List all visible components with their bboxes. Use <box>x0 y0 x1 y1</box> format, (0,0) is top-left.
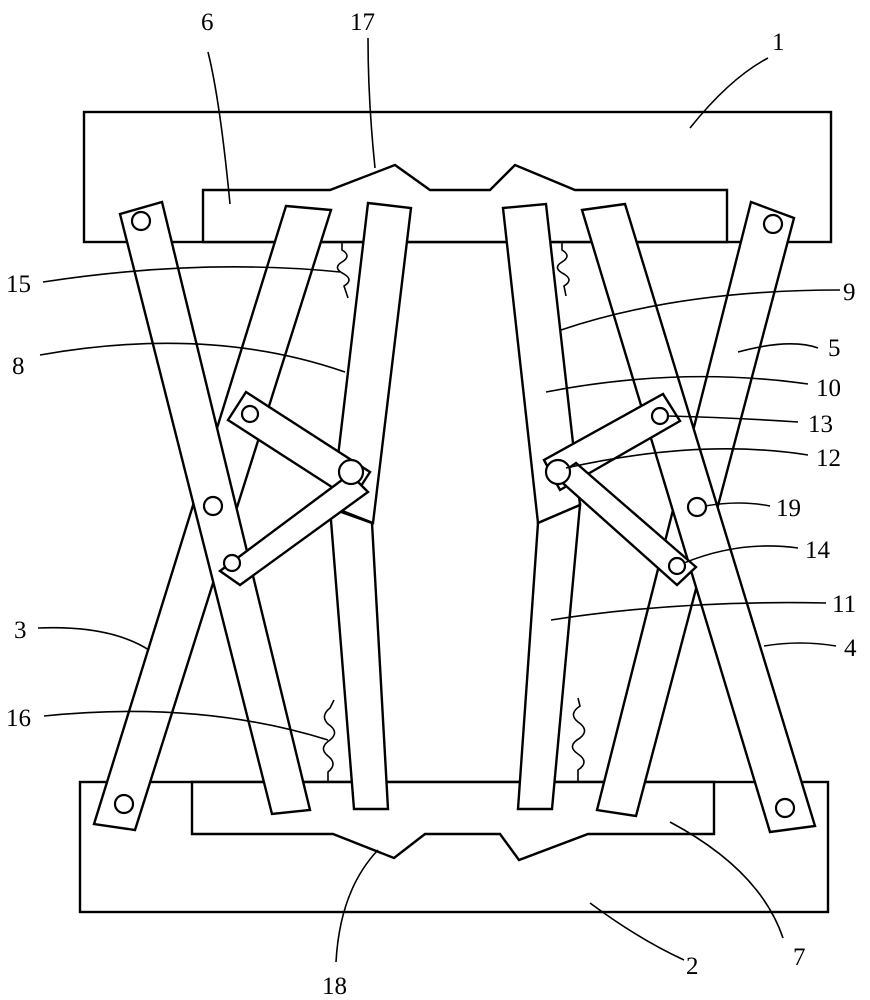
leader-5 <box>737 343 819 353</box>
leader-4 <box>763 642 837 647</box>
leader-16 <box>43 710 329 741</box>
pin-top-right <box>762 213 784 235</box>
cross-link-left-a <box>226 390 372 502</box>
label-13: 13 <box>808 411 833 438</box>
lower-arm-11 <box>516 503 582 811</box>
cross-link-left-b <box>217 472 370 587</box>
leader-17 <box>367 37 376 169</box>
label-15: 15 <box>6 271 31 298</box>
label-12: 12 <box>816 445 841 472</box>
bottom-plate-7 <box>190 780 716 862</box>
spring-16 <box>322 699 336 782</box>
pin-bottom-right <box>774 797 796 819</box>
spring-bottom-right <box>571 697 586 782</box>
leader-2 <box>589 902 685 961</box>
label-6: 6 <box>201 9 214 36</box>
leader-10 <box>545 375 809 393</box>
spring-15 <box>336 242 350 299</box>
label-16: 16 <box>6 705 31 732</box>
leader-13 <box>667 415 799 423</box>
label-19: 19 <box>776 495 801 522</box>
leader-7 <box>669 821 784 939</box>
label-18: 18 <box>322 973 347 1000</box>
label-5: 5 <box>828 335 841 362</box>
pin-top-left <box>130 210 152 232</box>
pin-19 <box>686 496 708 518</box>
pin-left-link-bottom <box>222 553 242 573</box>
pin-13 <box>650 406 670 426</box>
leader-3 <box>37 626 150 651</box>
rod-4 <box>580 202 817 834</box>
label-4: 4 <box>844 635 857 662</box>
pin-left-link-top <box>240 404 260 424</box>
leader-18 <box>335 849 379 963</box>
pin-bottom-left <box>113 793 135 815</box>
leader-15 <box>42 266 341 283</box>
leader-6 <box>207 51 231 205</box>
pin-12 <box>544 458 572 486</box>
label-7: 7 <box>793 944 806 971</box>
leader-1 <box>689 57 769 129</box>
spring-top-right <box>556 242 570 297</box>
label-2: 2 <box>686 953 699 980</box>
leader-14 <box>683 545 799 564</box>
label-11: 11 <box>832 591 856 618</box>
leader-12 <box>565 448 809 469</box>
leader-19 <box>704 502 771 507</box>
leader-11 <box>550 601 827 621</box>
lower-arm-8b <box>328 506 390 811</box>
label-8: 8 <box>12 353 25 380</box>
label-9: 9 <box>843 279 856 306</box>
label-3: 3 <box>14 617 27 644</box>
pin-left-crossing <box>202 495 224 517</box>
pin-left-hinge <box>337 458 365 486</box>
label-10: 10 <box>816 375 841 402</box>
leader-8 <box>39 342 346 373</box>
leader-9 <box>560 289 841 331</box>
label-17: 17 <box>350 9 375 36</box>
pin-14 <box>667 556 687 576</box>
label-14: 14 <box>805 537 831 564</box>
label-1: 1 <box>772 29 785 56</box>
